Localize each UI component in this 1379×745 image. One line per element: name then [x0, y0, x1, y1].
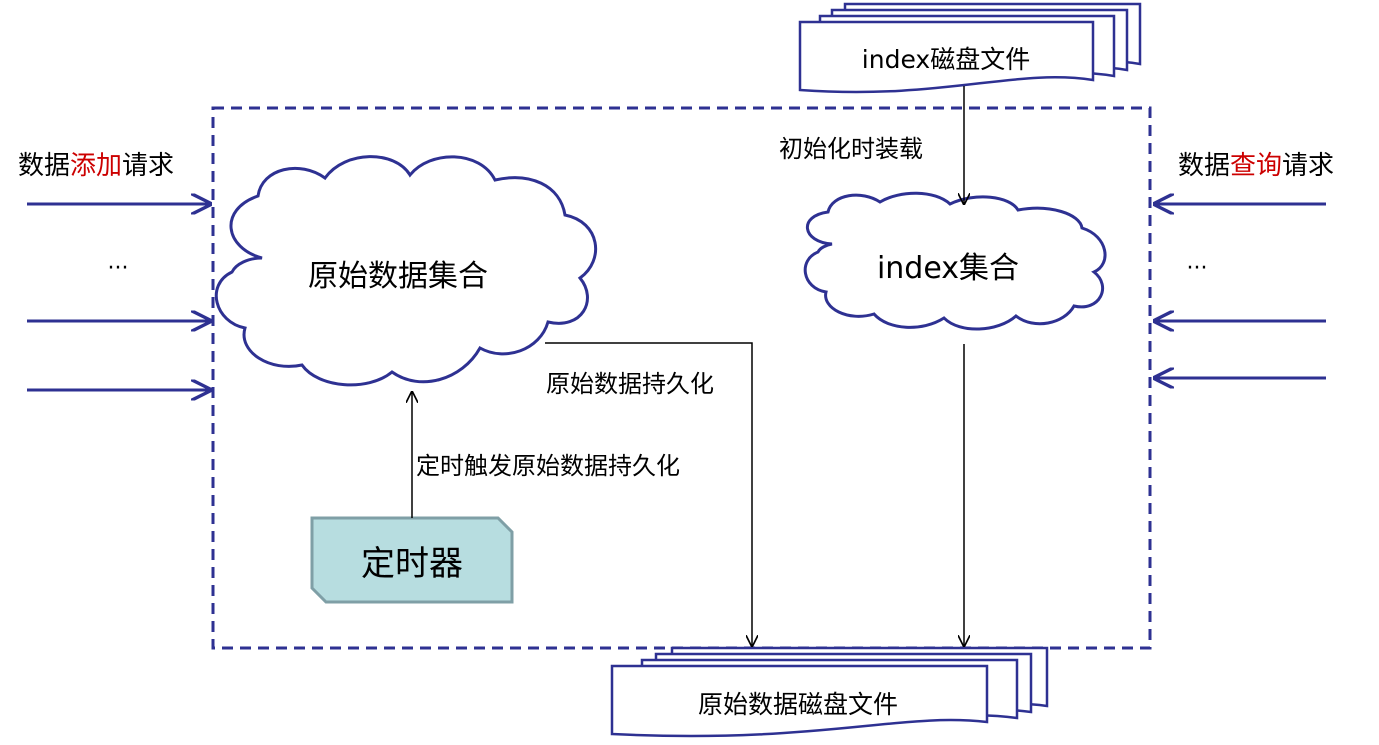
add-request-highlight: 添加 — [70, 151, 122, 181]
add-request-suffix: 请求 — [122, 151, 174, 181]
query-request-suffix: 请求 — [1282, 151, 1334, 181]
add-request-ellipsis: ··· — [108, 256, 129, 281]
index-cloud[interactable]: index集合 — [803, 191, 1107, 331]
query-request-prefix: 数据 — [1178, 151, 1230, 181]
query-request-highlight: 查询 — [1230, 151, 1282, 181]
index-disk-file-label: index磁盘文件 — [862, 45, 1030, 74]
raw-disk-file[interactable]: 原始数据磁盘文件 — [610, 646, 1049, 738]
index-disk-file[interactable]: index磁盘文件 — [798, 2, 1142, 94]
init-load-label: 初始化时装载 — [779, 135, 923, 163]
add-request-title: 数据添加请求 — [18, 151, 174, 181]
index-cloud-label: index集合 — [877, 251, 1019, 286]
raw-data-cloud-shape — [214, 155, 597, 387]
raw-data-cloud[interactable]: 原始数据集合 — [214, 155, 597, 387]
raw-persist-arrow — [545, 342, 752, 646]
raw-persist-label: 原始数据持久化 — [546, 370, 714, 398]
query-request-title: 数据查询请求 — [1178, 151, 1334, 181]
raw-data-cloud-label: 原始数据集合 — [308, 259, 488, 294]
doc-sheet-front — [798, 20, 1095, 94]
timer-label: 定时器 — [361, 544, 463, 584]
doc-sheet-front — [610, 664, 989, 738]
timer-box[interactable]: 定时器 — [310, 516, 514, 604]
raw-disk-file-label: 原始数据磁盘文件 — [698, 690, 898, 719]
add-request-prefix: 数据 — [18, 151, 70, 181]
index-cloud-shape — [803, 191, 1107, 331]
timer-shape — [310, 516, 514, 604]
timer-trigger-label: 定时触发原始数据持久化 — [416, 452, 680, 480]
query-request-ellipsis: ··· — [1187, 256, 1208, 281]
